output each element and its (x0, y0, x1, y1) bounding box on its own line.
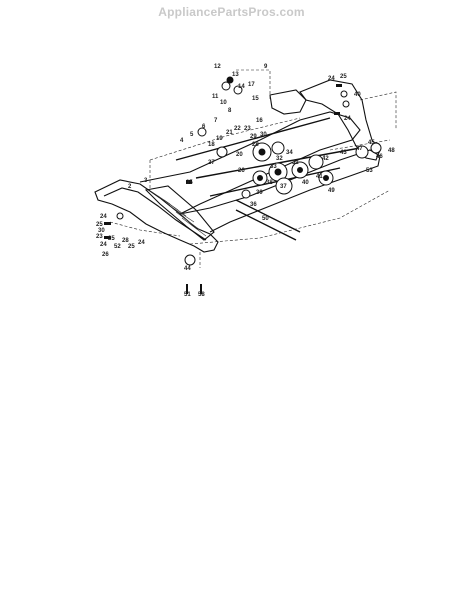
part-label: 49 (328, 188, 335, 194)
right-side-plate (299, 79, 381, 161)
part-label: 28 (252, 142, 259, 148)
part-number-labels: 12 13 11 10 14 17 15 9 8 7 6 5 4 21 22 1… (96, 64, 395, 298)
part-label: 40 (354, 92, 361, 98)
washer-right-top (340, 90, 348, 98)
part-label: 30 (260, 132, 267, 138)
part-label: 16 (256, 118, 263, 124)
part-label: 24 (138, 240, 145, 246)
part-label: 58 (198, 292, 205, 298)
part-label: 30 (98, 228, 105, 234)
part-label: 11 (212, 94, 219, 100)
part-label: 51 (184, 292, 191, 298)
part-label: 44 (184, 266, 191, 272)
belt-upper (235, 199, 301, 233)
part-label: 18 (208, 142, 215, 148)
washer-right-mid (342, 100, 350, 108)
part-label: 24 (100, 214, 107, 220)
part-label: 14 (238, 84, 245, 90)
part-label: 34 (286, 150, 293, 156)
part-label: 26 (102, 252, 109, 258)
pulley-40 (308, 154, 324, 170)
part-label: 22 (234, 126, 241, 132)
part-label: 25 (128, 244, 135, 250)
part-label: 47 (356, 146, 363, 152)
part-label: 3 (144, 178, 148, 184)
part-label: 9 (264, 64, 268, 70)
right-bracket (269, 89, 307, 115)
gear-5 (197, 127, 207, 137)
gears-and-pulleys (116, 76, 382, 266)
hardware-bolts (104, 84, 342, 294)
belt-lower (235, 209, 297, 241)
part-label: 2 (128, 184, 132, 190)
part-label: 19 (216, 136, 223, 142)
left-side-plate (94, 179, 219, 253)
part-label: 45 (368, 140, 375, 146)
part-label: 33 (270, 164, 277, 170)
part-label: 25 (108, 236, 115, 242)
part-label: 53 (366, 168, 373, 174)
part-label: 6 (202, 124, 206, 130)
knob-13 (226, 76, 234, 84)
bearing-43 (355, 145, 369, 159)
gear-18 (216, 146, 228, 158)
part-label: 50 (262, 216, 269, 222)
guard-hatching (151, 191, 207, 237)
part-label: 12 (214, 64, 221, 70)
part-label: 38 (266, 180, 273, 186)
upper-shaft (175, 117, 331, 161)
pulley-36 (241, 189, 251, 199)
part-label: 52 (114, 244, 121, 250)
part-label: 24 (100, 242, 107, 248)
lower-shaft (209, 167, 341, 197)
part-label: 31 (292, 160, 299, 166)
part-label: 25 (96, 222, 103, 228)
pulley-25-left (116, 212, 124, 220)
bushing-12 (221, 81, 231, 91)
part-label: 17 (248, 82, 255, 88)
part-label: 26 (238, 168, 245, 174)
part-label: 7 (214, 118, 218, 124)
part-label: 32 (276, 156, 283, 162)
part-label: 13 (232, 72, 239, 78)
bearing-47 (370, 142, 382, 154)
part-label: 5 (190, 132, 194, 138)
gear-30 (271, 141, 285, 155)
part-label: 46 (376, 154, 383, 160)
part-label: 8 (228, 108, 232, 114)
part-label: 25 (340, 74, 347, 80)
part-label: 28 (122, 238, 129, 244)
part-label: 41 (316, 174, 323, 180)
part-label: 23 (96, 234, 103, 240)
part-label: 39 (256, 190, 263, 196)
watermark: AppliancePartsPros.com (158, 5, 305, 19)
part-label: 36 (250, 202, 257, 208)
part-label: 21 (226, 130, 233, 136)
part-label: 24 (344, 116, 351, 122)
wheel-44 (184, 254, 196, 266)
part-label: 15 (252, 96, 259, 102)
hatched-guard (144, 185, 215, 241)
part-label: 40 (302, 180, 309, 186)
part-label: 20 (236, 152, 243, 158)
frame-main-rail (139, 111, 361, 215)
part-label: 10 (220, 100, 227, 106)
part-label: 37 (280, 184, 287, 190)
part-label: 35 (186, 180, 193, 186)
part-label: 27 (208, 160, 215, 166)
assembly-lines (109, 69, 397, 268)
part-label: 48 (388, 148, 395, 154)
part-label: 43 (340, 150, 347, 156)
part-label: 23 (244, 126, 251, 132)
part-label: 29 (250, 134, 257, 140)
part-label: 4 (180, 138, 184, 144)
bushing-14 (233, 85, 243, 95)
gear-37 (275, 177, 293, 195)
part-label: 24 (328, 76, 335, 82)
part-label: 42 (322, 156, 329, 162)
